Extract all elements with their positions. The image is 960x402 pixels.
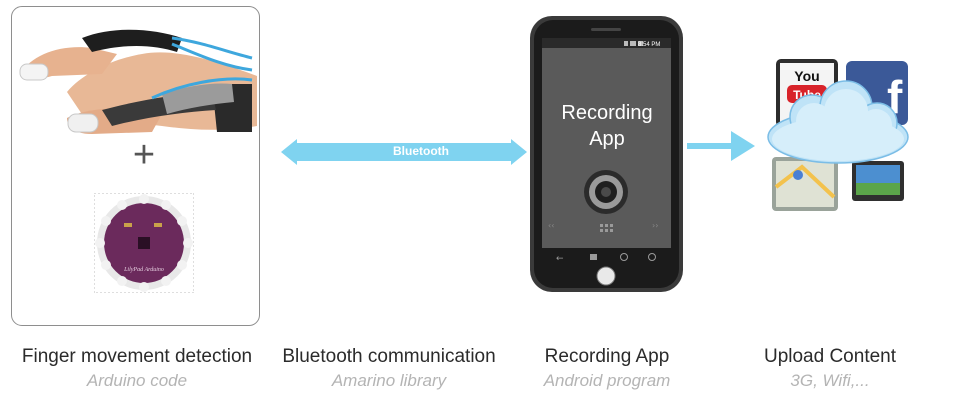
section-subtitle: Amarino library <box>331 371 447 390</box>
section-title: Upload Content <box>763 346 897 367</box>
upload-arrow <box>687 131 755 161</box>
cloud-services-icon: You Tube f <box>767 59 909 211</box>
bluetooth-arrow-label: Bluetooth <box>393 144 449 158</box>
bluetooth-arrow <box>281 139 527 165</box>
section-title: Recording App <box>544 346 670 367</box>
android-phone-icon: ‹‹ ›› ← <box>530 16 683 292</box>
svg-text:‹‹: ‹‹ <box>548 221 554 230</box>
label-finger-movement: Finger movement detection Arduino code <box>11 345 263 393</box>
svg-text:You: You <box>794 68 819 84</box>
svg-text:LilyPad Arduino: LilyPad Arduino <box>123 267 164 273</box>
screen-title-line1: Recording <box>561 102 653 124</box>
screen-title-line2: App <box>589 128 625 150</box>
label-recording-app: Recording App Android program <box>524 345 690 393</box>
section-title: Bluetooth communication <box>282 346 496 367</box>
status-time: 8:54 PM <box>638 42 661 48</box>
lilypad-arduino-icon: LilyPad Arduino <box>94 193 194 293</box>
label-upload-content: Upload Content 3G, Wifi,... <box>748 345 912 393</box>
svg-text:←: ← <box>556 254 564 264</box>
section-title: Finger movement detection <box>21 346 253 367</box>
svg-text:››: ›› <box>652 221 658 230</box>
section-subtitle: Android program <box>543 371 671 390</box>
label-bluetooth-communication: Bluetooth communication Amarino library <box>268 345 510 393</box>
glove-hand-icon <box>19 29 257 134</box>
plus-symbol: + <box>132 134 156 176</box>
phone-screen-title: Recording App <box>548 100 666 152</box>
section-subtitle: Arduino code <box>86 371 188 390</box>
section-subtitle: 3G, Wifi,... <box>790 371 870 390</box>
